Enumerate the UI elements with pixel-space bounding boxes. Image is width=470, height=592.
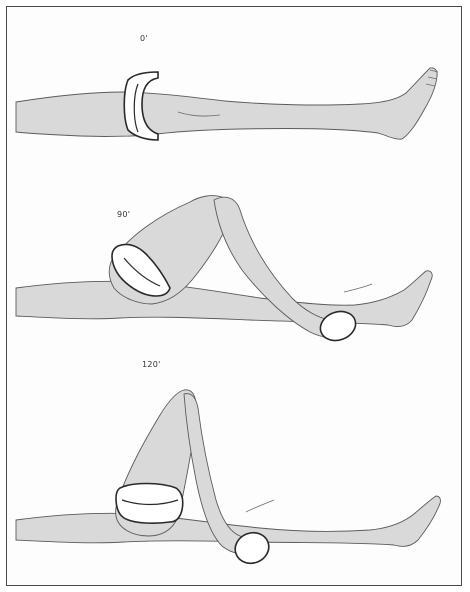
- lower-reference-leg-90: [16, 271, 432, 327]
- extended-leg-shape: [16, 68, 437, 139]
- thigh-cuff-120: [116, 484, 183, 524]
- leg-90-illustration: [0, 180, 470, 370]
- foot-detail-120: [246, 500, 274, 512]
- foot-detail-90: [344, 284, 372, 292]
- leg-120-illustration: [0, 360, 470, 580]
- leg-extended-illustration: [0, 0, 470, 200]
